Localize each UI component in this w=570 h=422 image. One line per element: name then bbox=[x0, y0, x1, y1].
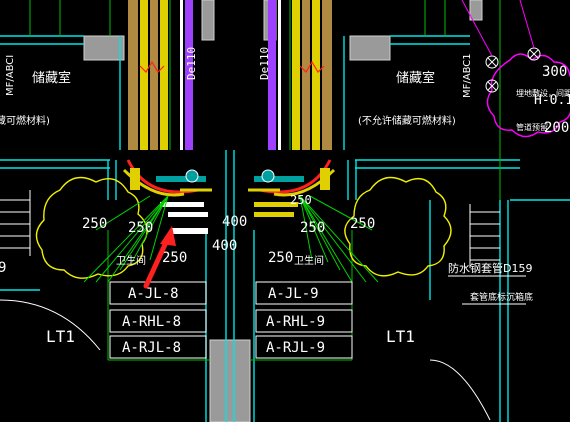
room-label-storage-right: 储藏室 bbox=[396, 70, 435, 86]
fire-extinguisher-label-right: MF/ABC1 bbox=[462, 53, 473, 98]
fire-extinguisher-label-left: MF/ABCI bbox=[5, 55, 16, 96]
dim-250-left-outer: 250 bbox=[82, 216, 107, 232]
leader-fan-right bbox=[299, 195, 379, 283]
stair-right bbox=[429, 204, 500, 421]
right-note-buried: 埋地敷设，间距 bbox=[516, 88, 570, 98]
sleeve-label: 防水钢套管D159 bbox=[448, 261, 532, 275]
leader-fan-left bbox=[83, 195, 169, 283]
stair-label-right: LT1 bbox=[386, 327, 415, 346]
break-marks bbox=[139, 60, 325, 73]
dim-250-left-mid: 250 bbox=[128, 220, 153, 236]
elevation-h010: H-0.10 bbox=[534, 93, 570, 108]
room-label-storage-left: 储藏室 bbox=[32, 70, 71, 86]
wall-outlines bbox=[0, 35, 570, 422]
dim-400-lower: 400 bbox=[212, 238, 237, 254]
dim-250-right-outer: 250 bbox=[350, 216, 375, 232]
fire-note-left: 藏可燃材料) bbox=[0, 114, 50, 127]
room-label-bathroom-right: 卫生间 bbox=[294, 254, 324, 267]
pipe-tag-rhl9: A-RHL-9 bbox=[266, 314, 325, 330]
pipe-tag-jl9: A-JL-9 bbox=[268, 286, 319, 302]
fire-note-right: (不允许储藏可燃材料) bbox=[358, 114, 456, 127]
dim-400-upper: 400 bbox=[222, 214, 247, 230]
edge-fragment-9: 9 bbox=[0, 260, 6, 276]
pipe-label-right: De110 bbox=[258, 47, 271, 80]
fixture-cluster-left bbox=[122, 159, 212, 234]
magenta-leader-lines bbox=[461, 0, 535, 57]
dim-250-left-lower: 250 bbox=[162, 250, 187, 266]
right-note-reserved: 管道预留 bbox=[516, 122, 548, 132]
annotation-arrow bbox=[143, 226, 176, 289]
elevation-300: 300 bbox=[542, 64, 567, 80]
valve-symbols-right bbox=[485, 47, 541, 93]
revision-cloud-left bbox=[35, 176, 148, 279]
elevation-200: 200 bbox=[544, 120, 569, 136]
pipe-label-left: De110 bbox=[185, 47, 198, 80]
pipe-tag-rjl8: A-RJL-8 bbox=[122, 340, 181, 356]
riser-pipes-right bbox=[268, 0, 332, 150]
dim-250-right-top: 250 bbox=[290, 193, 312, 207]
stair-left bbox=[0, 190, 101, 351]
room-label-bathroom-left: 卫生间 bbox=[116, 254, 146, 267]
tag-boxes bbox=[109, 281, 353, 359]
pipe-tag-rhl8: A-RHL-8 bbox=[122, 314, 181, 330]
fixture-cluster-right bbox=[248, 159, 336, 217]
revision-cloud-right-top bbox=[486, 53, 570, 138]
riser-pipes-left bbox=[128, 0, 193, 150]
revision-cloud-right bbox=[344, 176, 452, 277]
pipe-tag-rjl9: A-RJL-9 bbox=[266, 340, 325, 356]
dim-250-right-mid: 250 bbox=[300, 220, 325, 236]
stair-label-left: LT1 bbox=[46, 327, 75, 346]
floor-drain-label: 套管底标沉箱底 bbox=[470, 291, 533, 303]
pipe-tag-jl8: A-JL-8 bbox=[128, 286, 179, 302]
dim-250-right-lower: 250 bbox=[268, 250, 293, 266]
